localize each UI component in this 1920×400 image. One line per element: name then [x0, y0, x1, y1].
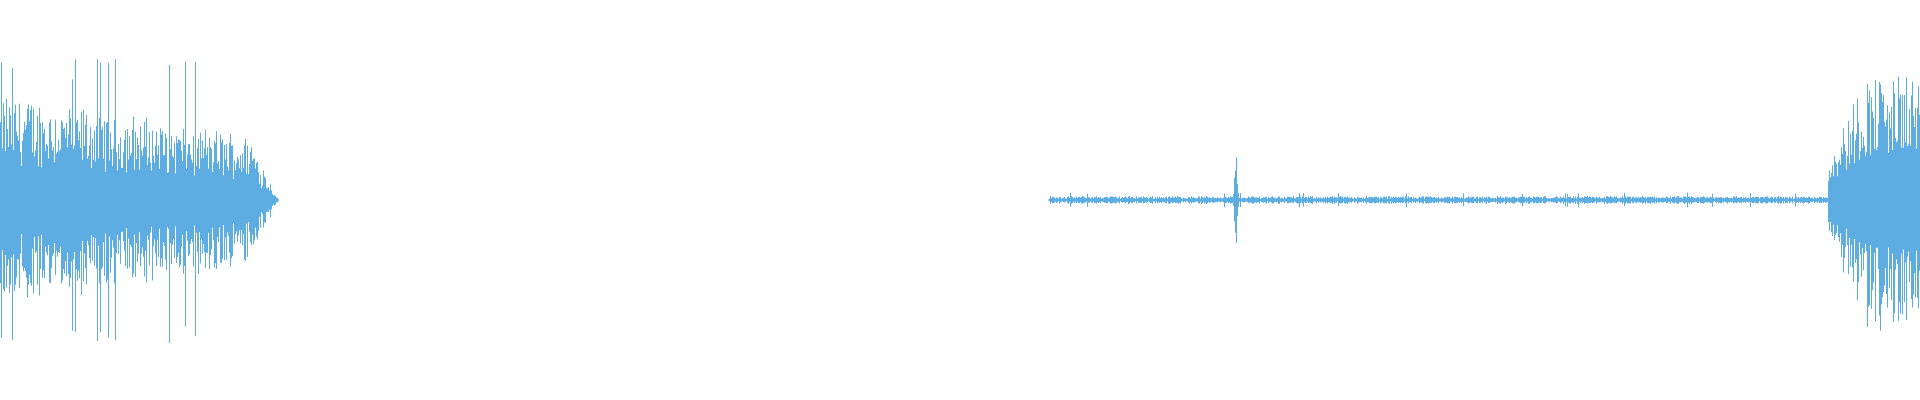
waveform-bars: [0, 59, 1920, 344]
